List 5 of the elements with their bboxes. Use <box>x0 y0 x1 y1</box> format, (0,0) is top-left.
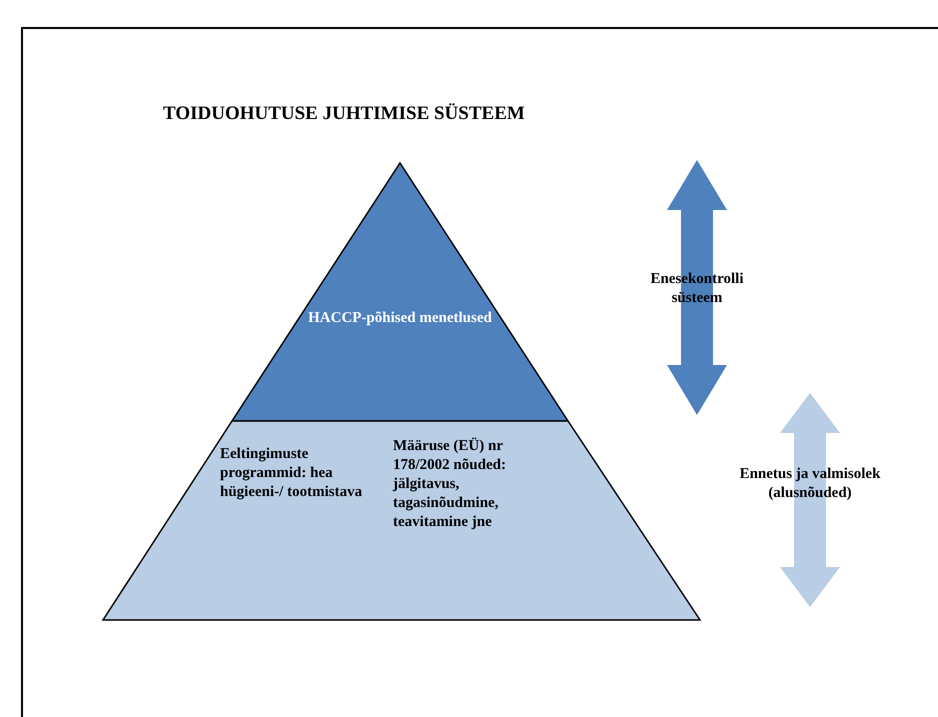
node-text: Ennetus ja valmisolek (alusnõuded) <box>738 465 882 503</box>
node-text: Määruse (EÜ) nr 178/2002 nõuded: jälgitavus, tagasinõudmine, teavitamine jne <box>393 437 507 532</box>
node-text: HACCP-põhised menetlused <box>307 309 493 328</box>
node-text: Eeltingimuste programmid: hea hügieeni-/ tootmistava <box>220 445 364 502</box>
diagram-title: TOIDUOHUTUSE JUHTIMISE SÜSTEEM <box>163 103 525 125</box>
